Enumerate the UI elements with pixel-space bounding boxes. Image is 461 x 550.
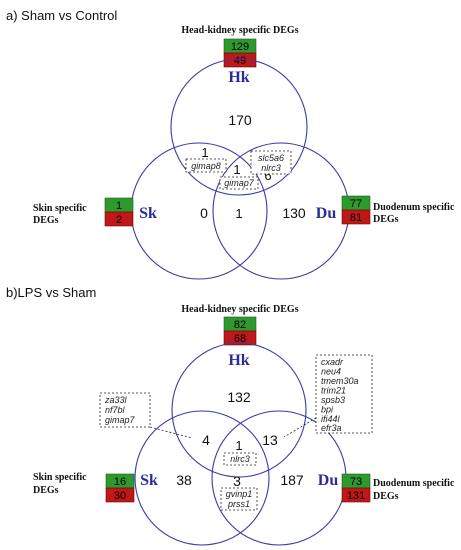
panel-b: b)LPS vs Sham Head-kidney specific DEGs … <box>6 285 455 546</box>
panel-a-du-down-box <box>341 209 371 225</box>
panel-a-gene-hk-du-1: slc5a6 <box>258 153 284 163</box>
panel-b-gene-hk-du-4: trim21 <box>321 386 346 396</box>
panel-b-leader-hk-du <box>283 417 317 438</box>
panel-b-title: b)LPS vs Sham <box>6 285 96 300</box>
panel-b-skin-up: 16 <box>114 476 126 488</box>
panel-b-count-du-only: 187 <box>280 472 304 488</box>
panel-b-hk-header: Head-kidney specific DEGs <box>181 304 298 315</box>
panel-b-gene-box-hk-sk <box>99 392 151 428</box>
panel-b-count-sk-only: 38 <box>176 472 192 488</box>
panel-a-count-sk-du: 1 <box>235 206 242 221</box>
panel-a-du-up: 77 <box>350 198 362 210</box>
panel-a-hk-up: 129 <box>231 41 249 53</box>
panel-b-gene-hk-du-1: cxadr <box>321 357 344 367</box>
panel-a-gene-box-hk-du <box>250 150 292 175</box>
panel-b-du-header-1: Duodenum specific <box>373 478 455 489</box>
panel-a-label-du: Du <box>316 205 337 222</box>
panel-b-gene-hk-sk-1: za33l <box>104 395 128 405</box>
panel-b-circle-sk <box>134 410 270 546</box>
panel-b-gene-hk-du-3: tmem30a <box>321 376 359 386</box>
panel-b-leader-hk-sk <box>149 426 193 439</box>
panel-a-count-hk-sk: 1 <box>201 145 208 160</box>
panel-b-hk-up: 82 <box>234 319 246 331</box>
panel-b-du-down-box <box>341 487 371 503</box>
panel-b-count-hk-du: 13 <box>262 432 278 448</box>
panel-b-gene-sk-du-1: gvinp1 <box>226 489 253 499</box>
panel-b-count-hk-sk: 4 <box>202 432 210 448</box>
panel-a-gene-hk-sk: gimap8 <box>191 161 221 171</box>
panel-a: a) Sham vs Control Head-kidney specific … <box>6 8 455 280</box>
panel-b-skin-header-2: DEGs <box>33 485 59 496</box>
panel-b-du-down: 131 <box>347 490 365 502</box>
panel-a-du-header-2: DEGs <box>373 214 399 225</box>
panel-b-gene-hk-sk-2: nf7bl <box>105 405 126 415</box>
panel-a-skin-down: 2 <box>116 214 122 226</box>
panel-a-hk-down-box <box>223 52 257 68</box>
panel-b-gene-all: nlrc3 <box>230 454 250 464</box>
panel-a-label-sk: Sk <box>139 205 157 222</box>
panel-b-circle-hk <box>171 342 307 478</box>
panel-b-skin-down-box <box>105 487 135 503</box>
panel-b-gene-sk-du-2: prss1 <box>227 499 250 509</box>
panel-a-count-sk-only: 0 <box>200 205 208 221</box>
panel-b-gene-box-hk-du <box>315 354 373 434</box>
panel-b-gene-hk-du-6: bpi <box>321 405 334 415</box>
panel-a-skin-header-2: DEGs <box>33 215 59 226</box>
panel-b-gene-box-sk-du <box>220 487 258 511</box>
panel-b-label-du: Du <box>318 472 339 489</box>
panel-b-label-hk: Hk <box>228 352 249 369</box>
panel-a-count-du-only: 130 <box>282 205 306 221</box>
panel-a-count-hk-du: 6 <box>264 168 271 183</box>
panel-a-gene-box-all <box>219 176 259 190</box>
panel-b-skin-header-1: Skin specific <box>33 472 87 483</box>
panel-b-du-header-2: DEGs <box>373 491 399 502</box>
panel-a-gene-all: gimap7 <box>224 178 255 188</box>
panel-a-gene-hk-du-2: nlrc3 <box>261 163 281 173</box>
panel-b-gene-hk-du-2: neu4 <box>321 367 341 377</box>
panel-b-label-sk: Sk <box>140 472 158 489</box>
panel-a-du-header-1: Duodenum specific <box>373 202 455 213</box>
panel-a-circle-hk <box>170 58 308 196</box>
panel-b-gene-hk-du-5: spsb3 <box>321 395 345 405</box>
panel-a-label-hk: Hk <box>228 69 249 86</box>
panel-b-du-up: 73 <box>350 476 362 488</box>
panel-a-title: a) Sham vs Control <box>6 8 117 23</box>
panel-a-skin-header-1: Skin specific <box>33 203 87 214</box>
panel-b-hk-down: 68 <box>234 333 246 345</box>
panel-b-gene-hk-du-8: efr3a <box>321 423 342 433</box>
panel-a-du-down: 81 <box>350 212 362 224</box>
panel-b-gene-hk-du-7: ifi44l <box>321 414 341 424</box>
panel-b-count-sk-du: 3 <box>233 473 241 489</box>
panel-a-count-all: 1 <box>233 162 240 177</box>
panel-a-skin-down-box <box>104 211 134 227</box>
panel-a-hk-header: Head-kidney specific DEGs <box>181 25 298 36</box>
panel-b-count-all: 1 <box>235 438 242 453</box>
panel-a-gene-box-hk-sk <box>185 158 227 173</box>
panel-b-skin-down: 30 <box>114 490 126 502</box>
panel-a-hk-down: 49 <box>234 55 246 67</box>
panel-b-gene-hk-sk-3: gimap7 <box>105 415 136 425</box>
panel-a-count-hk-only: 170 <box>228 112 252 128</box>
panel-b-count-hk-only: 132 <box>227 389 251 405</box>
panel-a-skin-up: 1 <box>116 200 122 212</box>
panel-b-gene-box-all <box>223 452 257 466</box>
panel-b-hk-down-box <box>223 330 257 346</box>
